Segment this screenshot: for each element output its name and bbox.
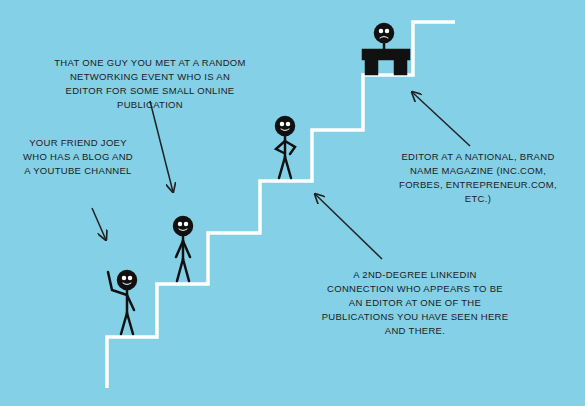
leader-arrow [92, 208, 106, 240]
standing-stick-figure [174, 217, 192, 281]
confident-stick-figure [276, 117, 295, 178]
callout-text: EDITOR AT A NATIONAL, BRAND NAME MAGAZIN… [388, 150, 568, 206]
callout-text: YOUR FRIEND JOEY WHO HAS A BLOG AND A YO… [22, 136, 134, 178]
leader-arrow [412, 92, 470, 146]
leader-arrow [150, 101, 173, 192]
waving-stick-figure [108, 271, 136, 334]
leader-arrow [315, 194, 382, 259]
callout-text: THAT ONE GUY YOU MET AT A RANDOM NETWORK… [50, 56, 250, 112]
editor-at-desk [363, 24, 409, 74]
callout-text: A 2ND-DEGREE LINKEDIN CONNECTION WHO APP… [320, 268, 510, 338]
